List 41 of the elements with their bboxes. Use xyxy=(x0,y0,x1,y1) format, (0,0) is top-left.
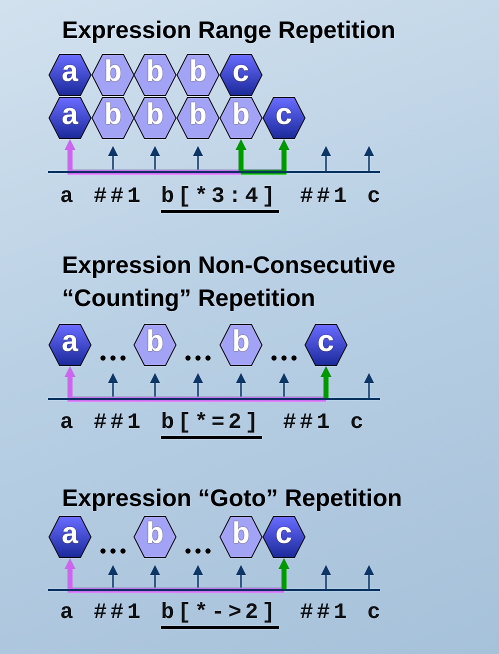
sequence-expression: ##1 c xyxy=(283,410,368,437)
sequence-expression: b[*->2] xyxy=(161,600,279,629)
sequence-expression: b[*=2] xyxy=(161,410,262,439)
hexagon-node: a xyxy=(48,516,92,558)
hexagon-node: a xyxy=(48,324,92,366)
hexagon-node: b xyxy=(133,54,177,96)
arrow xyxy=(64,139,241,174)
hexagon-node: b xyxy=(176,97,220,139)
hexagon-node: b xyxy=(219,516,263,558)
section-heading: Expression Non-Consecutive “Counting” Repetition xyxy=(62,251,396,314)
timeline-bar xyxy=(48,398,380,400)
timeline-bar xyxy=(48,589,380,591)
hexagon-node: c xyxy=(304,324,348,366)
hexagon-node: b xyxy=(91,97,135,139)
hexagon-node: a xyxy=(48,97,92,139)
sequence-expression: ##1 c xyxy=(300,600,384,627)
arrow xyxy=(320,366,332,399)
section-heading: Expression “Goto” Repetition xyxy=(62,484,402,514)
hexagon-node: c xyxy=(219,54,263,96)
arrow xyxy=(236,139,246,172)
hexagon-node: b xyxy=(133,97,177,139)
sequence-expression: ##1 c xyxy=(300,184,384,211)
hexagon-node: c xyxy=(262,516,306,558)
arrow xyxy=(278,558,290,590)
arrow xyxy=(64,558,284,592)
hexagon-node: c xyxy=(262,97,306,139)
sequence-expression: a ##1 xyxy=(60,410,144,437)
hexagon-node: b xyxy=(133,516,177,558)
sequence-expression: a ##1 xyxy=(60,600,144,627)
sequence-expression: a ##1 xyxy=(60,184,144,211)
hexagon-node: b xyxy=(176,54,220,96)
hexagon-node: b xyxy=(219,324,263,366)
sequence-expression: b[*3:4] xyxy=(161,184,279,213)
timeline-bar xyxy=(48,171,380,173)
hexagon-node: b xyxy=(133,324,177,366)
arrow xyxy=(64,366,326,402)
section-heading: Expression Range Repetition xyxy=(62,16,396,46)
hexagon-node: a xyxy=(48,54,92,96)
hexagon-node: b xyxy=(91,54,135,96)
hexagon-node: b xyxy=(219,97,263,139)
arrow xyxy=(241,139,290,174)
